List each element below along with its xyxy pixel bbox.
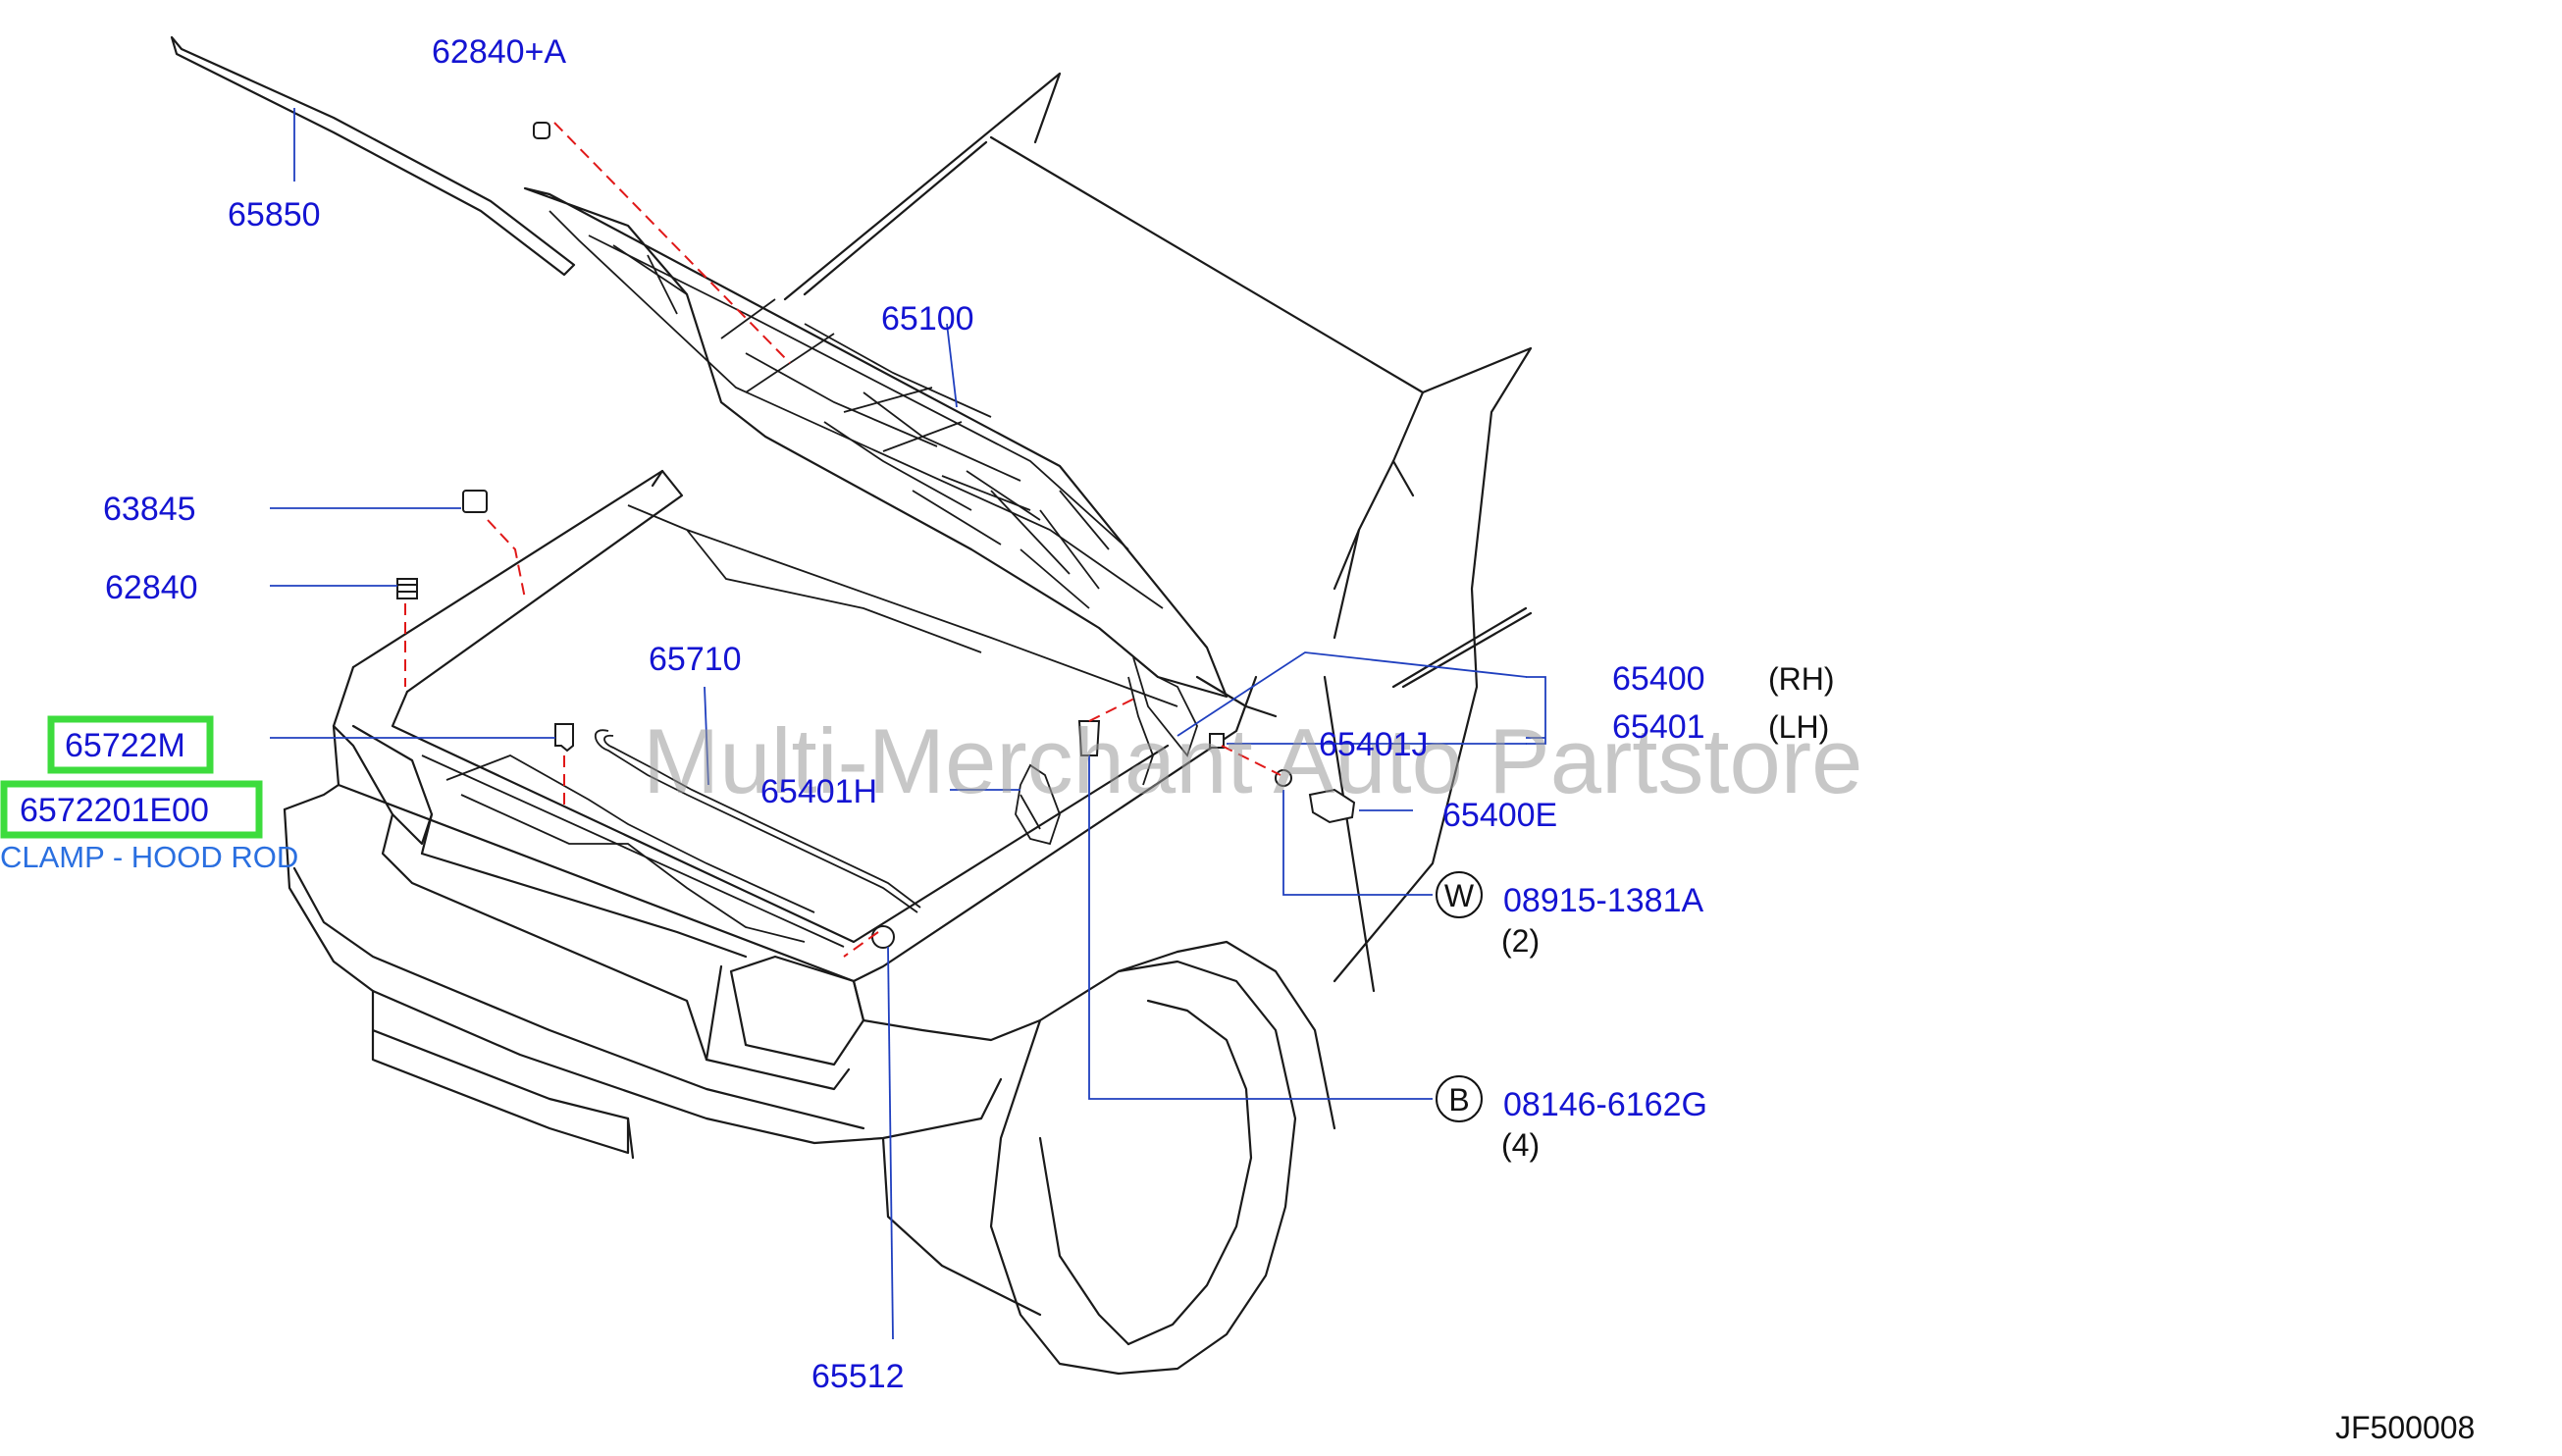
- side-lh: (LH): [1768, 709, 1829, 745]
- clip-65401j: [1209, 733, 1225, 749]
- callout-63845[interactable]: 63845: [103, 491, 196, 528]
- callout-65512[interactable]: 65512: [811, 1358, 905, 1395]
- vehicle-line-art: [170, 35, 1533, 1376]
- callout-65100[interactable]: 65100: [881, 300, 974, 338]
- callout-08146-6162g[interactable]: 08146-6162G: [1503, 1086, 1707, 1123]
- quantity-08915: (2): [1501, 923, 1540, 959]
- clamp-65722m: [554, 723, 574, 753]
- callout-65722m[interactable]: 65722M: [65, 727, 185, 764]
- callout-65400e[interactable]: 65400E: [1442, 797, 1557, 834]
- side-rh: (RH): [1768, 661, 1835, 697]
- callout-65710[interactable]: 65710: [649, 641, 742, 678]
- highlight-box-65722m: [47, 715, 214, 774]
- grommet-65512: [871, 925, 895, 949]
- callout-65400[interactable]: 65400: [1612, 660, 1705, 698]
- mounting-lines: [404, 122, 1281, 958]
- washer-symbol-text: W: [1444, 878, 1475, 913]
- callout-08915-1381a[interactable]: 08915-1381A: [1503, 882, 1704, 919]
- bolt-08146: [1077, 720, 1101, 756]
- callout-65401h[interactable]: 65401H: [760, 773, 877, 810]
- callout-65401j[interactable]: 65401J: [1319, 726, 1429, 763]
- leader-lines: [270, 108, 1546, 1340]
- description-clamp-hood-rod: CLAMP - HOOD ROD: [0, 840, 298, 874]
- symbol-bolt: B: [1436, 1075, 1483, 1122]
- callout-62840a[interactable]: 62840+A: [432, 33, 566, 71]
- bumper-rubber-63845: [462, 490, 488, 513]
- callout-6572201e00[interactable]: 6572201E00: [20, 792, 209, 829]
- clip-62840a: [533, 122, 550, 139]
- bolt-65400e: [1308, 788, 1356, 824]
- part-labels: 62840+A 65850 65100 63845 62840 65710 65…: [0, 33, 2475, 1445]
- clip-62840: [396, 578, 418, 599]
- figure-code: JF500008: [2335, 1410, 2475, 1445]
- callout-65401[interactable]: 65401: [1612, 708, 1705, 746]
- callout-62840[interactable]: 62840: [105, 569, 198, 606]
- hardware-parts: [396, 122, 1356, 949]
- symbol-washer: W: [1436, 871, 1483, 918]
- watermark-text: Multi-Merchant Auto Partstore: [643, 709, 1862, 812]
- quantity-08146: (4): [1501, 1127, 1540, 1163]
- highlight-box-6572201e00: [0, 780, 263, 839]
- bolt-symbol-text: B: [1448, 1082, 1469, 1118]
- callout-65850[interactable]: 65850: [228, 196, 321, 234]
